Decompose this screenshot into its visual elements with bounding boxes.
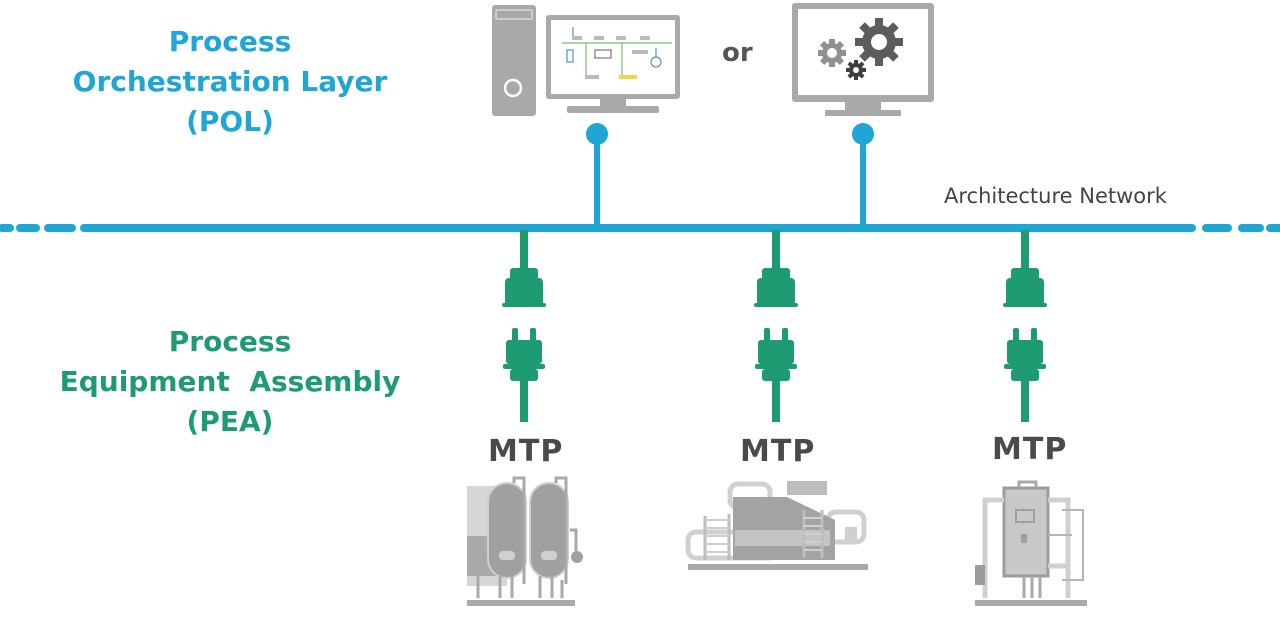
plug-socket-icon [754, 230, 798, 422]
plug-rim [1004, 364, 1046, 369]
plug-pin [1013, 328, 1019, 342]
tank-module-icon [467, 476, 583, 606]
plug-rim [755, 364, 797, 369]
pea-label-line-2: Equipment Assembly [59, 365, 401, 398]
mtp-label-1: MTP [488, 434, 564, 469]
plug-cable [772, 380, 780, 422]
socket-cable [1021, 230, 1029, 270]
plug-pin [512, 328, 518, 342]
socket-rim [754, 303, 798, 307]
connection-node [586, 123, 608, 145]
gear-icon-small [846, 60, 866, 80]
plug-cable [1021, 380, 1029, 422]
gear-icon-large [855, 18, 903, 66]
gear-icon-medium [818, 39, 846, 67]
pol-layer-label: Process Orchestration Layer (POL) [40, 22, 420, 142]
architecture-network-label: Architecture Network [944, 184, 1167, 208]
plug-socket-icon [502, 230, 546, 422]
socket-body [757, 278, 795, 306]
plug-base [762, 369, 790, 381]
pol-label-line-1: Process [168, 25, 292, 58]
socket-cable [520, 230, 528, 270]
plug-body [1007, 340, 1043, 364]
socket-body [1006, 278, 1044, 306]
plug-body [506, 340, 542, 364]
socket-rim [1003, 303, 1047, 307]
socket-top [1011, 268, 1039, 280]
plug-rim [503, 364, 545, 369]
process-schematic [562, 27, 672, 79]
plug-pin [530, 328, 536, 342]
plug-base [510, 369, 538, 381]
plug-pin [1031, 328, 1037, 342]
plug-socket-icon [1003, 230, 1047, 422]
connection-node [852, 123, 874, 145]
column-module-icon [975, 480, 1087, 606]
plug-pin [764, 328, 770, 342]
mtp-label-3: MTP [992, 432, 1068, 467]
pol-drop-2 [852, 123, 874, 226]
socket-top [762, 268, 790, 280]
desktop-pc-icon [492, 5, 680, 116]
plug-base [1011, 369, 1039, 381]
plug-body [758, 340, 794, 364]
or-text: or [722, 38, 753, 68]
mtp-label-2: MTP [740, 434, 816, 469]
socket-cable [772, 230, 780, 270]
pol-drop-1 [586, 123, 608, 226]
socket-body [505, 278, 543, 306]
plug-cable [520, 380, 528, 422]
socket-top [510, 268, 538, 280]
pea-label-line-1: Process [168, 325, 292, 358]
pol-label-line-3: (POL) [186, 105, 274, 138]
pea-label-line-3: (PEA) [186, 405, 274, 438]
socket-rim [502, 303, 546, 307]
plug-pin [782, 328, 788, 342]
gears-monitor-icon [792, 3, 934, 116]
pump-module-icon [685, 481, 868, 570]
pol-label-line-2: Orchestration Layer [72, 65, 388, 98]
pea-layer-label: Process Equipment Assembly (PEA) [40, 322, 420, 442]
